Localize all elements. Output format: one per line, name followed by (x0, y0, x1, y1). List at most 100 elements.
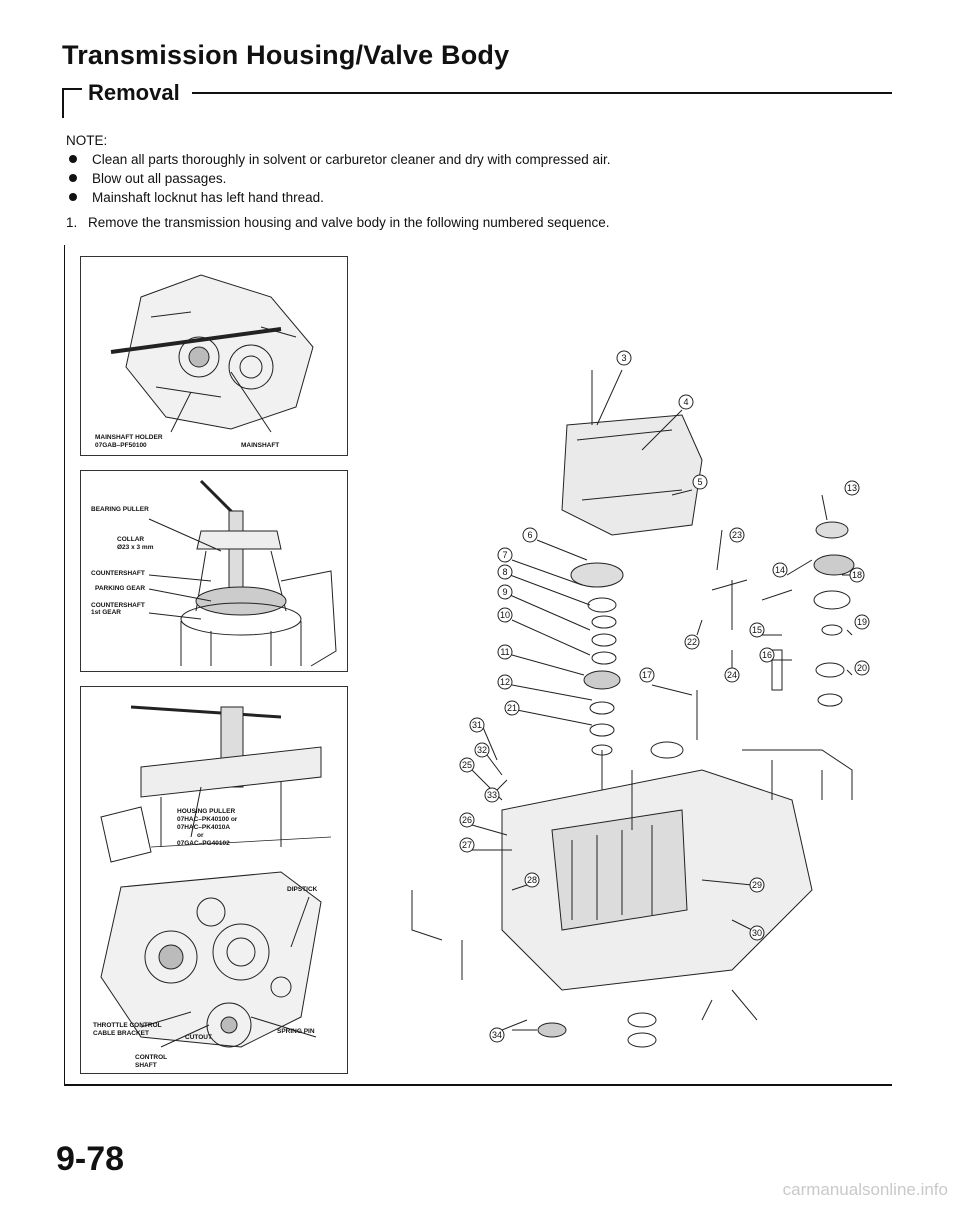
callout-number: 17 (642, 670, 652, 680)
figure-label: MAINSHAFT (241, 442, 279, 449)
figure-label: HOUSING PULLER (177, 808, 235, 815)
callout-number: 20 (857, 663, 867, 673)
callout-number: 23 (732, 530, 742, 540)
figure-label: BEARING PULLER (91, 506, 149, 513)
figure-label: Ø23 x 3 mm (117, 544, 154, 551)
callout-circle (639, 667, 655, 683)
callout-circle (497, 584, 513, 600)
callout-circle (692, 474, 708, 490)
callout-number: 4 (683, 397, 688, 407)
callout-number: 33 (487, 790, 497, 800)
figure-label: SPRING PIN (277, 1028, 315, 1035)
callout-number: 29 (752, 880, 762, 890)
callout-number: 28 (527, 875, 537, 885)
figure-mainshaft-holder: MAINSHAFT HOLDER 07GAB–PF50100 MAINSHAFT (80, 256, 348, 456)
callout-number: 26 (462, 815, 472, 825)
section-rule (192, 92, 892, 94)
callout-number: 12 (500, 677, 510, 687)
callout-circle (497, 547, 513, 563)
callout-circle (497, 607, 513, 623)
callout-number: 32 (477, 745, 487, 755)
callout-number: 19 (857, 617, 867, 627)
figure-label: CONTROL (135, 1054, 167, 1061)
callout-circle (729, 527, 745, 543)
callout-number: 11 (500, 647, 509, 657)
section-bracket (62, 88, 82, 118)
note-item: Mainshaft locknut has left hand thread. (66, 188, 611, 207)
callout-circle (497, 564, 513, 580)
callout-circle (749, 622, 765, 638)
callout-circle (854, 660, 870, 676)
callout-number: 15 (752, 625, 762, 635)
note-label: NOTE: (66, 133, 108, 148)
callout-circle (497, 674, 513, 690)
figure-label: CABLE BRACKET (93, 1030, 149, 1037)
callout-circle (522, 527, 538, 543)
callout-circle (772, 562, 788, 578)
callout-number: 30 (752, 928, 762, 938)
callout-number: 14 (775, 565, 785, 575)
callout-number: 13 (847, 483, 857, 493)
callout-circle (459, 812, 475, 828)
watermark: carmanualsonline.info (782, 1180, 948, 1199)
page-number: 9-78 (56, 1140, 125, 1178)
figure-label: MAINSHAFT HOLDER (95, 434, 163, 441)
callout-circle (759, 647, 775, 663)
callout-circle (497, 644, 513, 660)
callout-circle (749, 925, 765, 941)
callout-circle (678, 394, 694, 410)
figure-label: 07HAC–PK4010A (177, 824, 230, 831)
section-heading: Removal (88, 80, 180, 105)
callout-circle (844, 480, 860, 496)
callout-number: 24 (727, 670, 737, 680)
step-number: 1. (66, 215, 78, 230)
figure-label: 07HAC–PK40100 or (177, 816, 238, 823)
callout-circle (474, 742, 490, 758)
step-text: Remove the transmission housing and valv… (88, 215, 610, 230)
note-item: Blow out all passages. (66, 169, 611, 188)
callout-circle (684, 634, 700, 650)
callout-number: 18 (852, 570, 862, 580)
callout-group: 3456789101112131415161718192021222324252… (459, 350, 870, 1043)
callout-circle (489, 1027, 505, 1043)
callout-number: 6 (527, 530, 532, 540)
callout-circle (749, 877, 765, 893)
callout-number: 7 (502, 550, 507, 560)
figure-housing-puller: HOUSING PULLER 07HAC–PK40100 or 07HAC–PK… (80, 686, 348, 1074)
page-title: Transmission Housing/Valve Body (62, 40, 510, 70)
callout-number: 3 (621, 353, 626, 363)
callout-number: 10 (500, 610, 510, 620)
figure-bearing-puller: BEARING PULLER COLLAR Ø23 x 3 mm COUNTER… (80, 470, 348, 672)
callout-number: 34 (492, 1030, 502, 1040)
callout-number: 5 (697, 477, 702, 487)
callout-number: 31 (472, 720, 482, 730)
figure-label: CUTOUT (185, 1034, 212, 1041)
figure-label: 07GAB–PF50100 (95, 442, 147, 449)
figure-label: COUNTERSHAFT (91, 570, 145, 577)
figure-label: THROTTLE CONTROL (93, 1022, 162, 1029)
callout-circle (459, 757, 475, 773)
callout-number: 25 (462, 760, 472, 770)
callout-circle (484, 787, 500, 803)
figure-label: COUNTERSHAFT (91, 602, 145, 609)
figure-label: or (197, 832, 204, 839)
note-item: Clean all parts thoroughly in solvent or… (66, 150, 611, 169)
callout-circle (469, 717, 485, 733)
callout-number: 27 (462, 840, 472, 850)
figure-label: COLLAR (117, 536, 144, 543)
callout-circle (524, 872, 540, 888)
callout-circle (849, 567, 865, 583)
figure-label: 07GAC–PG40102 (177, 840, 230, 847)
figure-label: 1st GEAR (91, 609, 121, 616)
figure-label: SHAFT (135, 1062, 157, 1069)
figure-label: PARKING GEAR (95, 585, 145, 592)
figure-label: DIPSTICK (287, 886, 318, 893)
callout-circle (616, 350, 632, 366)
callout-number: 21 (507, 703, 517, 713)
step-1: 1. Remove the transmission housing and va… (66, 215, 610, 230)
callout-circle (724, 667, 740, 683)
callout-circle (459, 837, 475, 853)
callout-circle (504, 700, 520, 716)
callout-number: 8 (502, 567, 507, 577)
callout-circle (854, 614, 870, 630)
